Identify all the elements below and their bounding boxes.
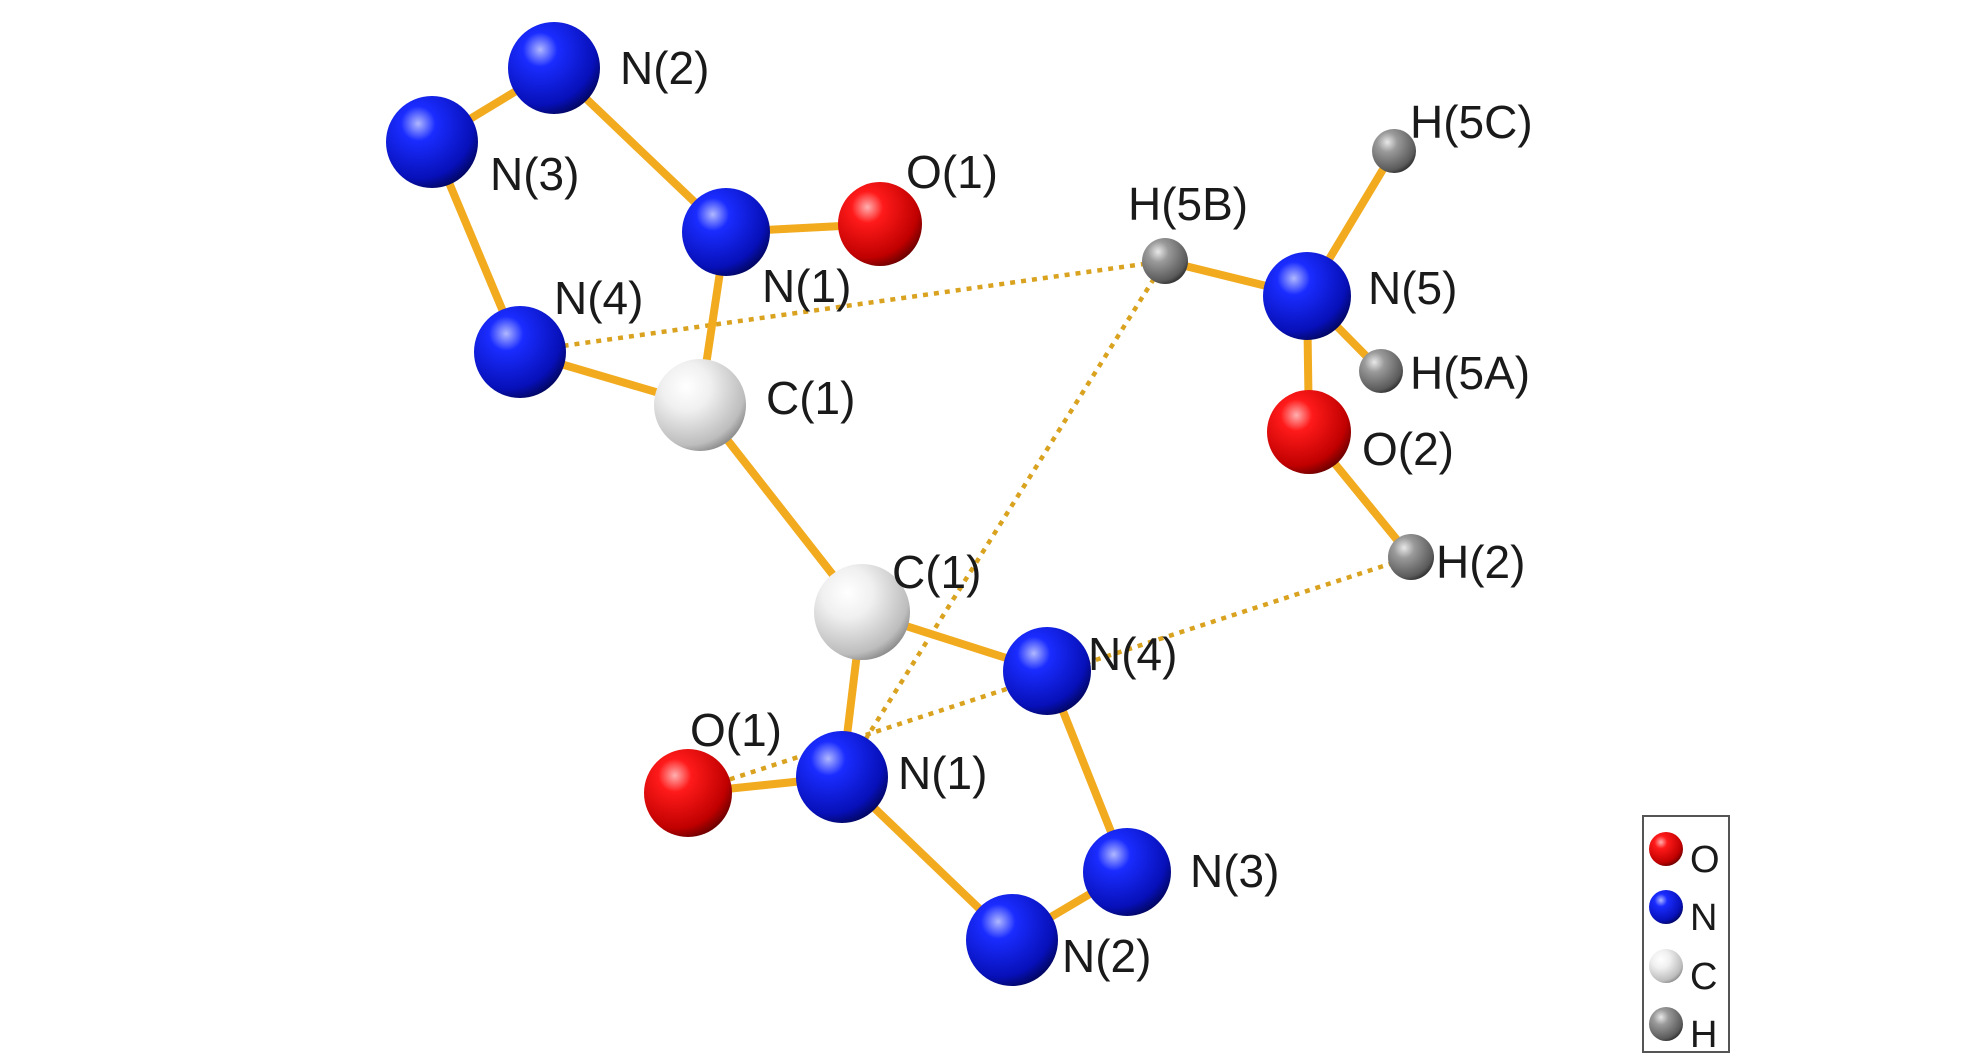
atom-N4b [1003, 627, 1091, 715]
atom-layer [386, 22, 1434, 986]
atom-label-N3b: N(3) [1190, 845, 1279, 897]
atom-label-C1a: C(1) [766, 372, 855, 424]
atom-C1b [814, 564, 910, 660]
atom-H5A [1359, 349, 1403, 393]
atom-N5 [1263, 252, 1351, 340]
atom-label-N3a: N(3) [490, 148, 579, 200]
atom-label-H5B: H(5B) [1128, 178, 1248, 230]
atom-N1b [796, 731, 888, 823]
atom-label-N1b: N(1) [898, 747, 987, 799]
atom-label-layer: N(2) N(3) N(1) O(1) N(4) C(1) C(1) N(4) N(1) O(1)… [490, 42, 1533, 982]
atom-label-O2: O(2) [1362, 423, 1454, 475]
atom-label-N5: N(5) [1368, 262, 1457, 314]
atom-H5C [1372, 129, 1416, 173]
legend-swatch-C [1649, 949, 1683, 983]
atom-label-N1a: N(1) [762, 260, 851, 312]
atom-N3a [386, 96, 478, 188]
atom-label-C1b: C(1) [892, 546, 981, 598]
atom-O2 [1267, 390, 1351, 474]
atom-label-H5C: H(5C) [1410, 96, 1533, 148]
atom-O1a [838, 182, 922, 266]
atom-label-N4b: N(4) [1088, 628, 1177, 680]
atom-label-N4a: N(4) [554, 272, 643, 324]
atom-N2b [966, 894, 1058, 986]
atom-label-O1b: O(1) [690, 704, 782, 756]
legend-swatch-N [1649, 890, 1683, 924]
atom-label-N2a: N(2) [620, 42, 709, 94]
atom-H2 [1388, 534, 1434, 580]
atom-label-N2b: N(2) [1062, 930, 1151, 982]
atom-N4a [474, 306, 566, 398]
legend-label-O: O [1690, 839, 1720, 881]
hydrogen-bond-layer [519, 258, 1412, 796]
legend-label-C: C [1690, 956, 1717, 998]
atom-H5B [1142, 238, 1188, 284]
atom-label-H5A: H(5A) [1410, 347, 1530, 399]
hydrogen-bond-N1b-H5B [840, 259, 1167, 779]
legend-label-H: H [1690, 1014, 1717, 1056]
atom-N2a [508, 22, 600, 114]
atom-O1b [644, 749, 732, 837]
legend-label-N: N [1690, 897, 1717, 939]
legend-swatch-O [1649, 832, 1683, 866]
atom-N1a [682, 188, 770, 276]
atom-N3b [1083, 828, 1171, 916]
atom-label-H2: H(2) [1436, 536, 1525, 588]
atom-label-O1a: O(1) [906, 146, 998, 198]
legend-swatch-H [1649, 1007, 1683, 1041]
hydrogen-bond-N4a-H5B [519, 258, 1166, 355]
atom-C1a [654, 359, 746, 451]
